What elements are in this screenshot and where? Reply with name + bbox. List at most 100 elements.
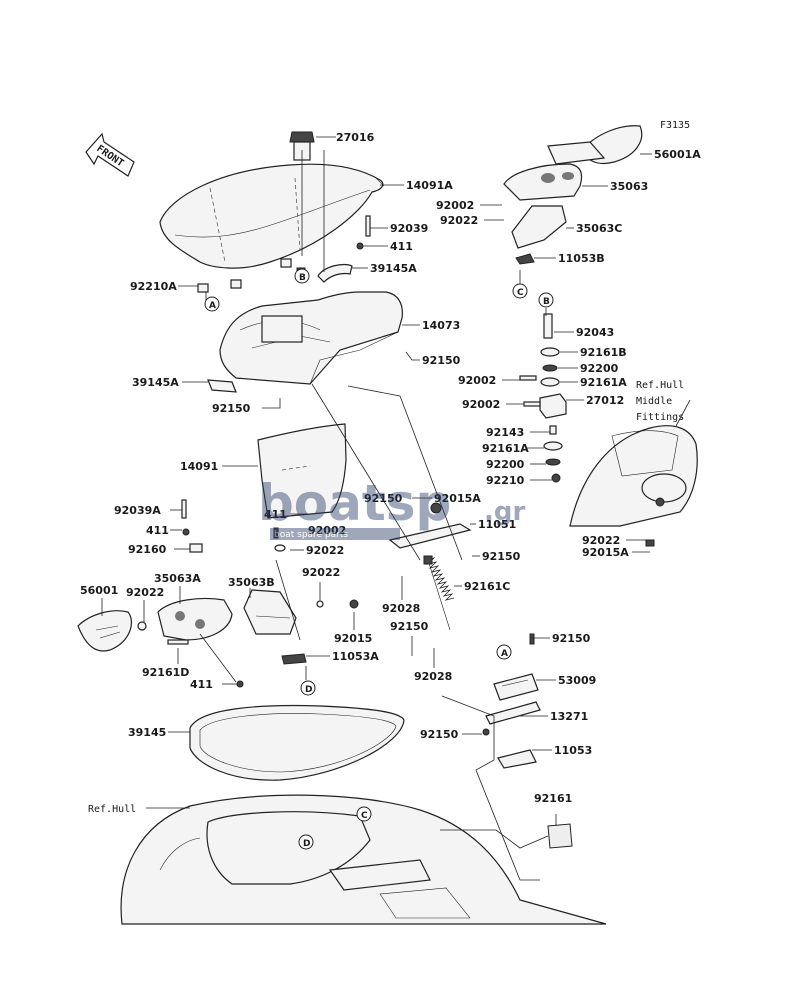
part-label: 35063A [154, 572, 201, 585]
part-label: 92002 [458, 374, 496, 387]
part-label: 92161A [580, 376, 627, 389]
hinge-bracket-drawing [388, 523, 472, 549]
part-label: 11053B [558, 252, 605, 265]
part-label: 14091A [406, 179, 453, 192]
part-label: 92028 [414, 670, 452, 683]
svg-text:B: B [299, 273, 306, 283]
part-label: 92143 [486, 426, 524, 439]
part-label: 56001 [80, 584, 118, 597]
part-label: 92002 [436, 199, 474, 212]
bolt-drawing [365, 215, 371, 237]
clip-drawing [197, 283, 209, 293]
storage-lid-drawing [257, 423, 347, 519]
front-direction-arrow: FRONT [85, 132, 135, 177]
ref-hull-middle-label: Middle [636, 396, 672, 407]
part-label: 92161D [142, 666, 189, 679]
figure-code: F3135 [660, 120, 690, 131]
left-pocket-drawing [77, 499, 244, 688]
clip-drawing [230, 279, 242, 289]
part-label: 92150 [212, 402, 251, 415]
part-label: 411 [264, 508, 287, 521]
part-label: 92028 [382, 602, 420, 615]
seat-cover-drawing [159, 131, 385, 269]
spring-drawing [423, 555, 455, 631]
part-label: 39145A [370, 262, 417, 275]
svg-text:D: D [303, 839, 310, 849]
part-number-labels: 27016 14091A 92039 411 39145A 92210A 140… [80, 131, 701, 815]
part-label: 35063 [610, 180, 648, 193]
part-label: 411 [190, 678, 213, 691]
callout-c-right: C [512, 283, 528, 299]
part-label: 53009 [558, 674, 596, 687]
right-pocket-drawing [503, 125, 643, 265]
part-label: 92200 [580, 362, 619, 375]
part-label: 92002 [462, 398, 500, 411]
svg-text:C: C [361, 811, 368, 821]
part-label: 92022 [302, 566, 340, 579]
watermark-logo: boatsp .gr boat spare parts [258, 474, 525, 540]
ref-hull-middle-label: Ref.Hull [636, 380, 684, 391]
part-label: 92150 [552, 632, 591, 645]
bracket-35063b-drawing [243, 527, 359, 665]
part-label: 92039 [390, 222, 428, 235]
hull-drawing [120, 794, 607, 925]
part-label: 92150 [482, 550, 521, 563]
part-label: 92150 [390, 620, 429, 633]
part-label: 92210A [130, 280, 177, 293]
part-label: 92022 [126, 586, 164, 599]
svg-text:boat spare parts: boat spare parts [274, 530, 348, 540]
part-label: 92150 [420, 728, 459, 741]
svg-text:B: B [543, 297, 550, 307]
hull-middle-fittings-drawing [569, 425, 698, 547]
part-label: 39145A [132, 376, 179, 389]
svg-text:D: D [305, 685, 312, 695]
part-label: 14073 [422, 319, 460, 332]
part-label: 92015A [582, 546, 629, 559]
part-label: 92015A [434, 492, 481, 505]
seat-base-drawing [219, 291, 403, 385]
part-label: 92150 [364, 492, 403, 505]
part-label: 14091 [180, 460, 218, 473]
lock-assembly-drawing [482, 633, 541, 769]
part-label: 11053A [332, 650, 379, 663]
callout-a-top: A [204, 296, 220, 312]
part-label: 92160 [128, 543, 167, 556]
strap-drawing [317, 263, 353, 283]
right-fastener-stack [519, 313, 567, 483]
part-label: 35063C [576, 222, 622, 235]
callout-a-lock: A [496, 644, 512, 660]
part-label: 92039A [114, 504, 161, 517]
part-label: 92161 [534, 792, 572, 805]
part-label: 27012 [586, 394, 624, 407]
part-label: 92022 [306, 544, 344, 557]
part-label: 92161B [580, 346, 627, 359]
part-label: 411 [146, 524, 169, 537]
ref-hull-label: Ref.Hull [88, 804, 136, 815]
seal-ring-drawing [189, 704, 405, 781]
part-label: 92015 [334, 632, 372, 645]
leader-lines [101, 136, 691, 881]
callout-b-right: B [538, 292, 554, 308]
bracket-drawing [207, 379, 237, 393]
ref-hull-middle-label: Fittings [636, 412, 684, 423]
part-label: 92161A [482, 442, 529, 455]
part-label: 411 [390, 240, 413, 253]
part-label: 92200 [486, 458, 525, 471]
callout-d-mid: D [300, 680, 316, 696]
part-label: 92161C [464, 580, 510, 593]
part-label: 92022 [440, 214, 478, 227]
part-label: 92002 [308, 524, 346, 537]
callout-b-top: B [294, 268, 310, 284]
part-label: 11053 [554, 744, 592, 757]
part-label: 13271 [550, 710, 588, 723]
svg-text:C: C [517, 288, 524, 298]
part-label: 92210 [486, 474, 525, 487]
svg-text:.gr: .gr [484, 497, 525, 527]
svg-text:A: A [209, 301, 216, 311]
part-label: 56001A [654, 148, 701, 161]
part-label: 39145 [128, 726, 166, 739]
clip-drawing [280, 258, 292, 268]
part-label: 92043 [576, 326, 614, 339]
